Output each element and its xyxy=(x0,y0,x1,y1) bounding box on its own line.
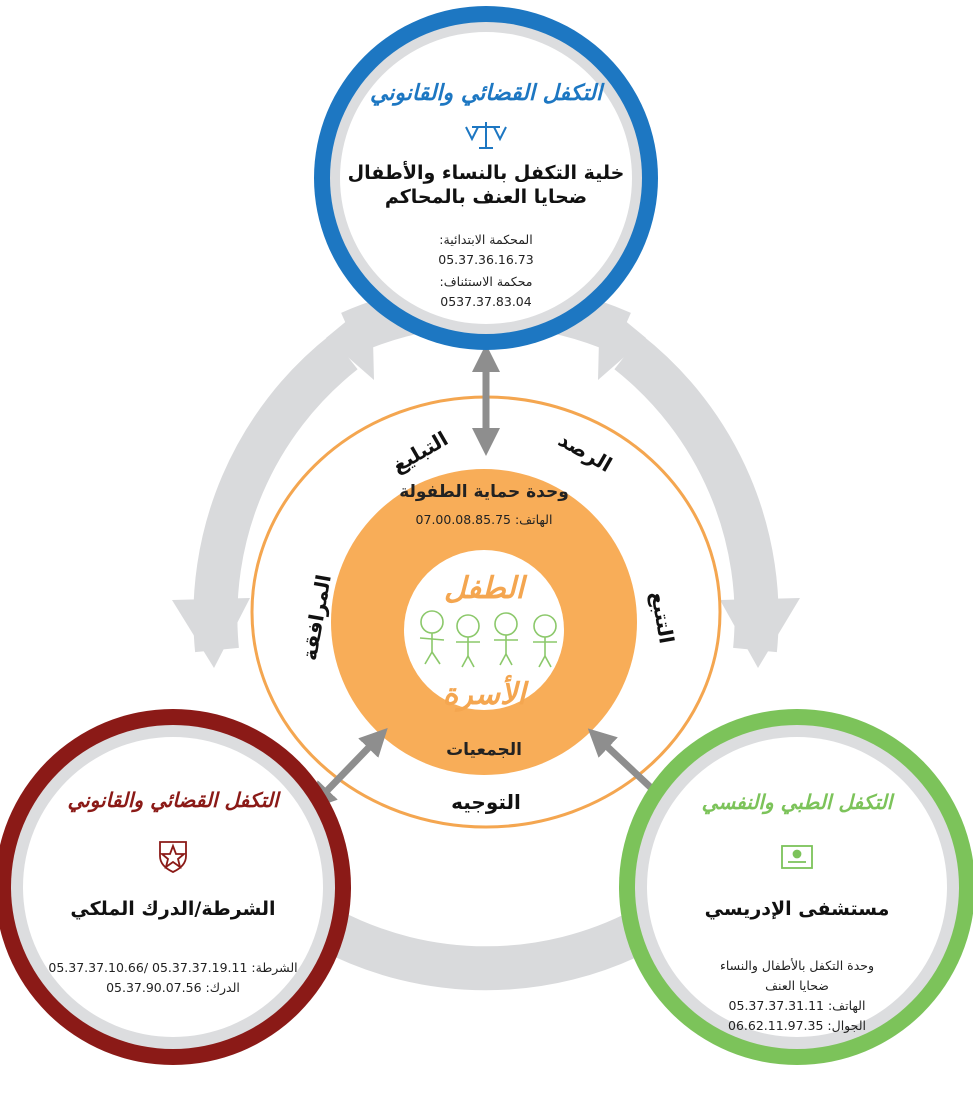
children-icon xyxy=(419,610,557,668)
right-node-role: التكفل الطبي والنفسي xyxy=(701,790,893,814)
right-node-line1: وحدة التكفل بالأطفال والنساء xyxy=(719,958,875,973)
chevron-right xyxy=(720,598,800,668)
right-node-line3: الهاتف: 05.37.37.31.11 xyxy=(728,998,866,1013)
cycle-arc-bottom xyxy=(319,910,653,991)
left-node-inner xyxy=(23,737,323,1037)
unit-title: وحدة حماية الطفولة xyxy=(399,482,569,502)
right-node-line2: ضحايا العنف xyxy=(765,978,829,993)
top-node-role: التكفل القضائي والقانوني xyxy=(369,81,603,106)
top-court2-label: محكمة الاستئناف: xyxy=(439,274,533,289)
connector-left xyxy=(308,727,388,811)
associations-label: الجمعيات xyxy=(446,740,522,760)
left-node-role: التكفل القضائي والقانوني xyxy=(67,788,279,812)
police-shield-icon xyxy=(159,841,187,873)
top-node-org: خلية التكفل بالنساء والأطفال ضحايا العنف… xyxy=(347,162,625,208)
top-court1-phone: 05.37.36.16.73 xyxy=(438,252,534,267)
chevron-top-left xyxy=(326,300,374,380)
scales-icon xyxy=(465,122,507,149)
chevron-left xyxy=(172,598,250,668)
right-node-org: مستشفى الإدريسي xyxy=(704,898,890,920)
top-court2-phone: 0537.37.83.04 xyxy=(440,294,532,309)
cycle-chevrons xyxy=(172,300,800,668)
family-word: الأسرة xyxy=(442,677,526,712)
ring-word-orientation: التوجيه xyxy=(451,790,521,814)
top-node-inner xyxy=(340,32,632,324)
chevron-top-right xyxy=(598,300,646,380)
unit-phone: الهاتف: 07.00.08.85.75 xyxy=(415,512,553,527)
left-node-line1: الشرطة: 05.37.37.19.11 /05.37.37.10.66 xyxy=(48,960,298,975)
top-court1-label: المحكمة الابتدائية: xyxy=(439,232,533,247)
left-node-line2: الدرك: 05.37.90.07.56 xyxy=(106,980,240,995)
right-node-inner xyxy=(647,737,947,1037)
child-word: الطفل xyxy=(444,571,524,606)
right-node-line4: الجوال: 06.62.11.97.35 xyxy=(728,1018,866,1033)
medical-card-icon xyxy=(781,845,813,869)
child-family-circle xyxy=(404,550,564,710)
left-node-org: الشرطة/الدرك الملكي xyxy=(70,898,276,920)
